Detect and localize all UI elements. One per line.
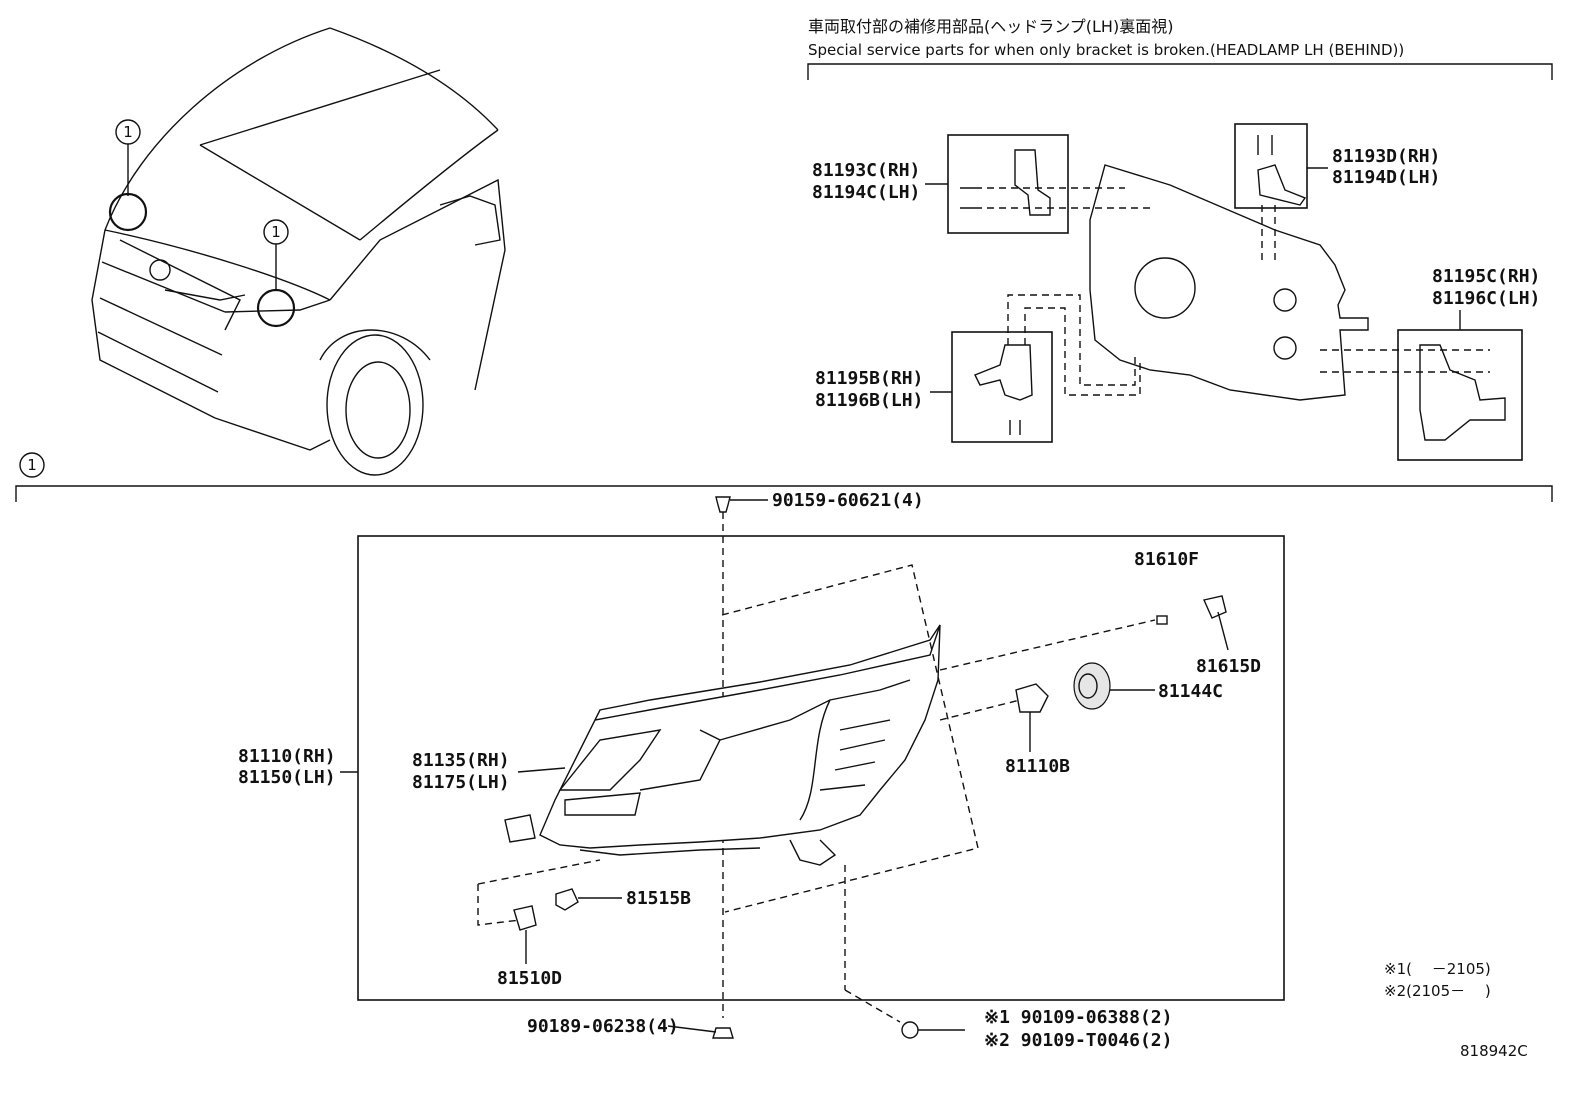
label-81515b: 81515B	[626, 888, 691, 909]
bracket-81195b-box	[951, 331, 1053, 443]
label-81610f: 81610F	[1134, 549, 1199, 570]
label-bolt-2: ※2 90109-T0046(2)	[984, 1030, 1172, 1051]
part-81144c-icon	[1073, 662, 1111, 710]
van-illustration: 1 1	[91, 27, 506, 476]
label-lens-rh: 81135(RH)	[412, 750, 510, 771]
label-81193c: 81193C(RH)	[812, 160, 920, 181]
label-81196c: 81196C(LH)	[1432, 288, 1540, 309]
bolt-bottom-icon	[712, 1027, 734, 1039]
label-81195b: 81195B(RH)	[815, 368, 923, 389]
callout-number: 1	[123, 123, 133, 141]
label-81193d: 81193D(RH)	[1332, 146, 1440, 167]
callout-number: 1	[27, 456, 37, 474]
headlamp-location-marker	[108, 192, 148, 232]
label-81194d: 81194D(LH)	[1332, 167, 1440, 188]
bolt-side-icon	[901, 1021, 919, 1039]
callout-number: 1	[271, 223, 281, 241]
part-81110b-icon	[1015, 683, 1049, 713]
label-81196b: 81196B(LH)	[815, 390, 923, 411]
bracket-81193c-box	[947, 134, 1069, 234]
part-81615d-icon	[1203, 595, 1227, 619]
label-81615d: 81615D	[1196, 656, 1261, 677]
section-bracket	[807, 63, 1553, 80]
footnote-1: ※1( －2105)	[1384, 960, 1491, 978]
diagram-id: 818942C	[1460, 1042, 1528, 1060]
headlamp-location-marker	[256, 288, 296, 328]
footnote-2: ※2(2105－ )	[1384, 982, 1491, 1000]
label-81110b: 81110B	[1005, 756, 1070, 777]
label-screw-top: 90159-60621(4)	[772, 490, 924, 511]
label-assy-rh: 81110(RH)	[238, 746, 336, 767]
part-81515b-icon	[555, 888, 579, 911]
label-81195c: 81195C(RH)	[1432, 266, 1540, 287]
label-81194c: 81194C(LH)	[812, 182, 920, 203]
label-assy-lh: 81150(LH)	[238, 767, 336, 788]
bracket-81193d-box	[1234, 123, 1308, 209]
screw-top-icon	[715, 496, 731, 513]
headlamp-back-view	[1089, 164, 1369, 401]
label-81510d: 81510D	[497, 968, 562, 989]
label-bolt-1: ※1 90109-06388(2)	[984, 1007, 1172, 1028]
bracket-81195b-part	[974, 344, 1033, 401]
bracket-81193c-part	[1014, 149, 1051, 216]
headlamp-assembly	[504, 624, 941, 866]
main-section-bracket	[15, 485, 1553, 502]
label-lens-lh: 81175(LH)	[412, 772, 510, 793]
header-english: Special service parts for when only brac…	[808, 41, 1404, 59]
label-81144c: 81144C	[1158, 681, 1223, 702]
bracket-81195c-part	[1419, 344, 1506, 441]
callout-circle	[19, 452, 45, 478]
label-bolt-bottom: 90189-06238(4)	[527, 1016, 679, 1037]
bracket-81193d-part	[1257, 164, 1307, 206]
header-japanese: 車両取付部の補修用部品(ヘッドランプ(LH)裏面視)	[808, 17, 1173, 36]
part-81510d-icon	[513, 905, 537, 931]
part-81610f-icon	[1156, 615, 1168, 625]
headlamp-assembly-box	[357, 535, 1285, 1001]
